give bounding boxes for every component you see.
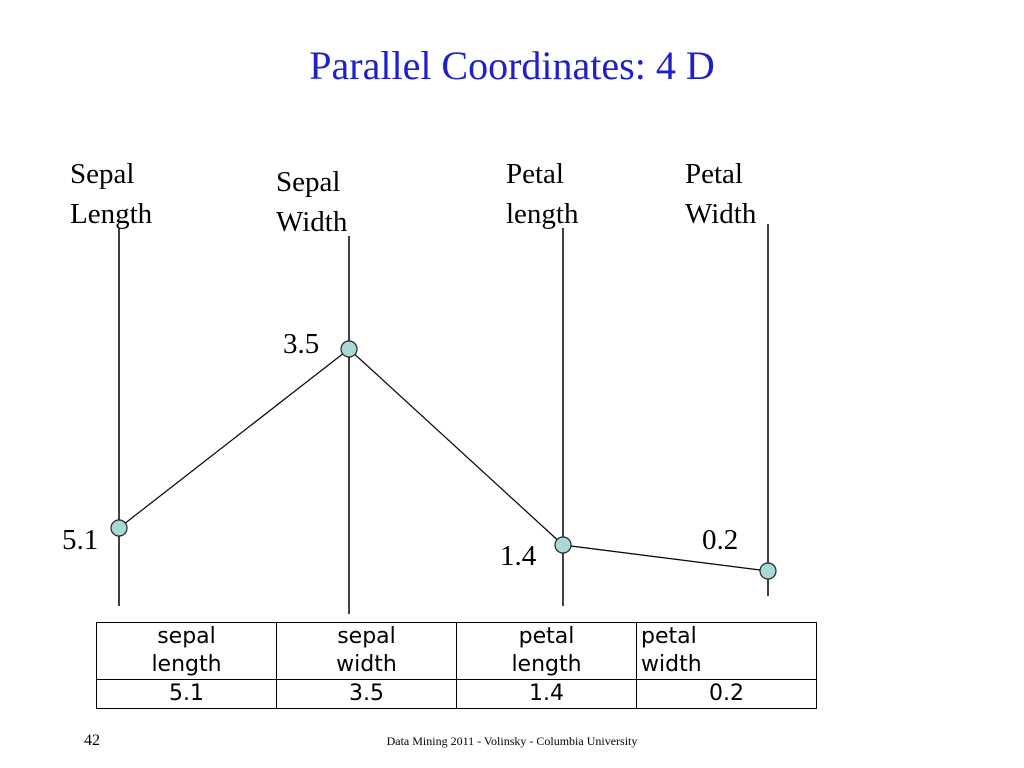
axis-label-line: Sepal [276, 166, 341, 198]
table-header-row: sepal length sepal width petal length pe… [96, 622, 817, 680]
slide-title: Parallel Coordinates: 4 D [309, 43, 715, 88]
data-polyline [118, 348, 769, 572]
slide-footer: Data Mining 2011 - Volinsky - Columbia U… [386, 734, 638, 748]
header-line: sepal [337, 624, 396, 649]
header-line: petal [518, 624, 575, 649]
axis-label-sepal-width: Sepal Width [276, 162, 347, 242]
table-cell: 1.4 [456, 679, 637, 709]
value-label-sepal-length: 5.1 [62, 524, 99, 556]
data-point-petal-width [759, 562, 777, 580]
table-cell: 5.1 [96, 679, 277, 709]
axis-label-line: length [506, 198, 579, 230]
value-label-sepal-width: 3.5 [283, 328, 320, 360]
data-point-sepal-width [340, 340, 358, 358]
axis-label-sepal-length: Sepal Length [70, 154, 152, 234]
table-cell: 3.5 [276, 679, 457, 709]
table-header-cell: sepal width [276, 622, 457, 680]
axis-label-line: Width [685, 198, 757, 230]
value-label-petal-length: 1.4 [500, 540, 537, 572]
axis-label-line: Width [276, 206, 348, 238]
header-line: sepal [157, 624, 216, 649]
header-line: length [151, 652, 222, 677]
axis-label-line: Petal [506, 158, 564, 190]
axis-label-line: Sepal [70, 158, 135, 190]
header-line: length [511, 652, 582, 677]
axis-label-line: Petal [685, 158, 743, 190]
table-header-cell: petal width [636, 622, 817, 680]
table-header-cell: petal length [456, 622, 637, 680]
table-cell: 0.2 [636, 679, 817, 709]
header-line: width [641, 652, 702, 677]
value-label-petal-width: 0.2 [702, 524, 739, 556]
values-table: sepal length sepal width petal length pe… [96, 622, 817, 709]
data-point-petal-length [554, 536, 572, 554]
axis-label-line: Length [70, 198, 153, 230]
page-number: 42 [84, 732, 100, 749]
table-row: 5.1 3.5 1.4 0.2 [96, 679, 817, 709]
axis-label-petal-length: Petal length [506, 154, 579, 234]
axis-label-petal-width: Petal Width [685, 154, 756, 234]
header-line: width [336, 652, 397, 677]
data-point-sepal-length [110, 519, 128, 537]
table-header-cell: sepal length [96, 622, 277, 680]
header-line: petal [641, 624, 697, 649]
